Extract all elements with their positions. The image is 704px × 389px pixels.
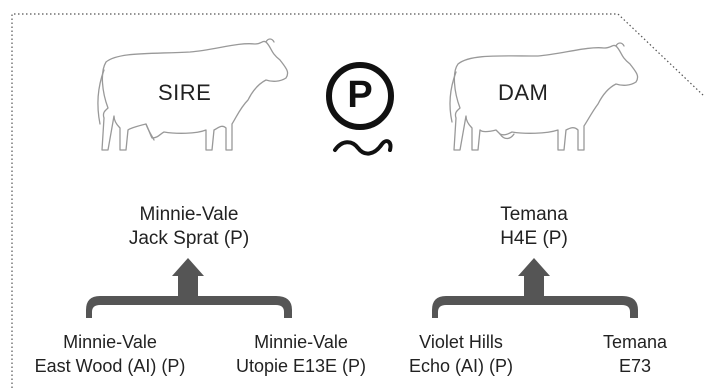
dam-name-line1: Temana — [500, 204, 568, 225]
dam-label: DAM — [498, 80, 549, 105]
sire-parent-1-line1: Minnie-Vale — [63, 332, 157, 352]
dam-parent-1: Violet Hills Echo (AI) (P) — [386, 330, 536, 378]
sire-name-line2: Jack Sprat (P) — [128, 228, 250, 249]
dam-name-line2: H4E (P) — [500, 228, 568, 249]
sire-cow-illustration — [97, 38, 289, 151]
polled-logo-letter: P — [347, 74, 373, 116]
sire-parent-2: Minnie-Vale Utopie E13E (P) — [216, 330, 386, 378]
dotted-frame — [11, 13, 704, 388]
polled-logo-icon — [326, 62, 394, 156]
sire-parent-2-line1: Minnie-Vale — [254, 332, 348, 352]
dam-cow-illustration — [449, 42, 639, 151]
sire-label: SIRE — [158, 80, 212, 105]
sire-parent-1-line2: East Wood (AI) (P) — [34, 356, 186, 376]
sire-parent-2-line2: Utopie E13E (P) — [235, 356, 367, 376]
dam-parent-2-line1: Temana — [602, 332, 668, 352]
sire-name: Minnie-Vale Jack Sprat (P) — [109, 203, 269, 251]
sire-bracket — [86, 258, 292, 318]
dam-parent-1-line1: Violet Hills — [419, 332, 503, 352]
dam-parent-2-line2: E73 — [618, 356, 652, 376]
dam-parent-2: Temana E73 — [590, 330, 680, 378]
sire-parent-1: Minnie-Vale East Wood (AI) (P) — [20, 330, 200, 378]
sire-name-line1: Minnie-Vale — [139, 204, 239, 225]
dam-bracket — [432, 258, 638, 318]
dam-parent-1-line2: Echo (AI) (P) — [408, 356, 514, 376]
dam-name: Temana H4E (P) — [454, 203, 614, 251]
